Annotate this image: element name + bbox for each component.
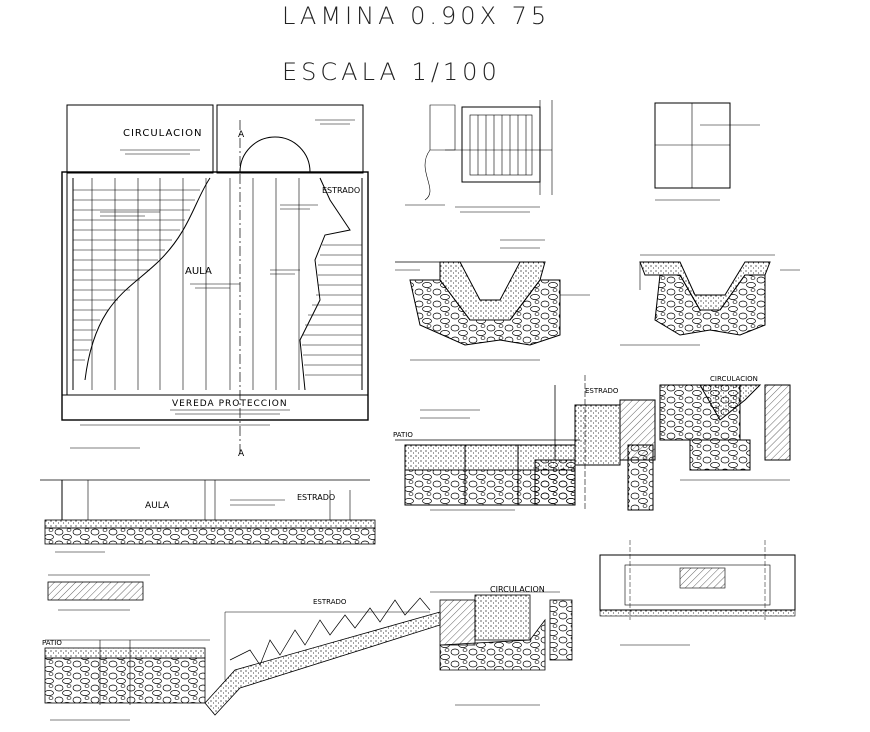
detail-module-plan (654, 102, 760, 201)
label-circulacion-bottom: CIRCULACION (490, 585, 545, 594)
detail-vereda-cuneta (430, 591, 573, 706)
plan-view-main (61, 104, 369, 455)
detail-estrado-plan (599, 540, 796, 646)
label-circulacion: CIRCULACION (123, 128, 202, 139)
label-aula: AULA (185, 266, 212, 277)
label-estrado-section: ESTRADO (585, 387, 619, 395)
label-estrado-bottom: ESTRADO (313, 598, 347, 606)
sheet-title: LAMINA 0.90X 75 (282, 2, 551, 30)
detail-grate-plan (405, 100, 553, 213)
detail-expansion-joint (620, 254, 800, 346)
label-vereda-proteccion: VEREDA PROTECCION (172, 399, 288, 409)
label-circulacion-section: CIRCULACION (710, 375, 758, 383)
cut-marker-a-top: A (238, 130, 245, 140)
vereda-detail-labels: CIRCULACION (490, 585, 545, 594)
section-b-b-channel (395, 239, 590, 361)
label-aula-section: AULA (145, 501, 170, 511)
section-a-a-patio-to-circulacion (395, 375, 791, 511)
label-estrado-aula-section: ESTRADO (297, 493, 335, 502)
section-a-a-aula (40, 479, 376, 553)
sheet-scale: ESCALA 1/100 (282, 58, 501, 86)
plan-text-labels: CIRCULACION AULA ESTRADO VEREDA PROTECCI… (123, 128, 360, 459)
detail-patio-module-ramp (44, 597, 441, 721)
label-patio-bottom: PATIO (42, 639, 62, 647)
patio-ramp-labels: PATIO ESTRADO (42, 598, 347, 647)
label-estrado: ESTRADO (322, 186, 360, 195)
section-a-a-labels: PATIO ESTRADO CIRCULACION (393, 375, 758, 439)
label-patio-section: PATIO (393, 431, 413, 439)
section-aula-labels: AULA ESTRADO (145, 493, 335, 511)
detail-small-slab (47, 574, 150, 611)
cut-marker-a-bottom: A (238, 449, 245, 459)
